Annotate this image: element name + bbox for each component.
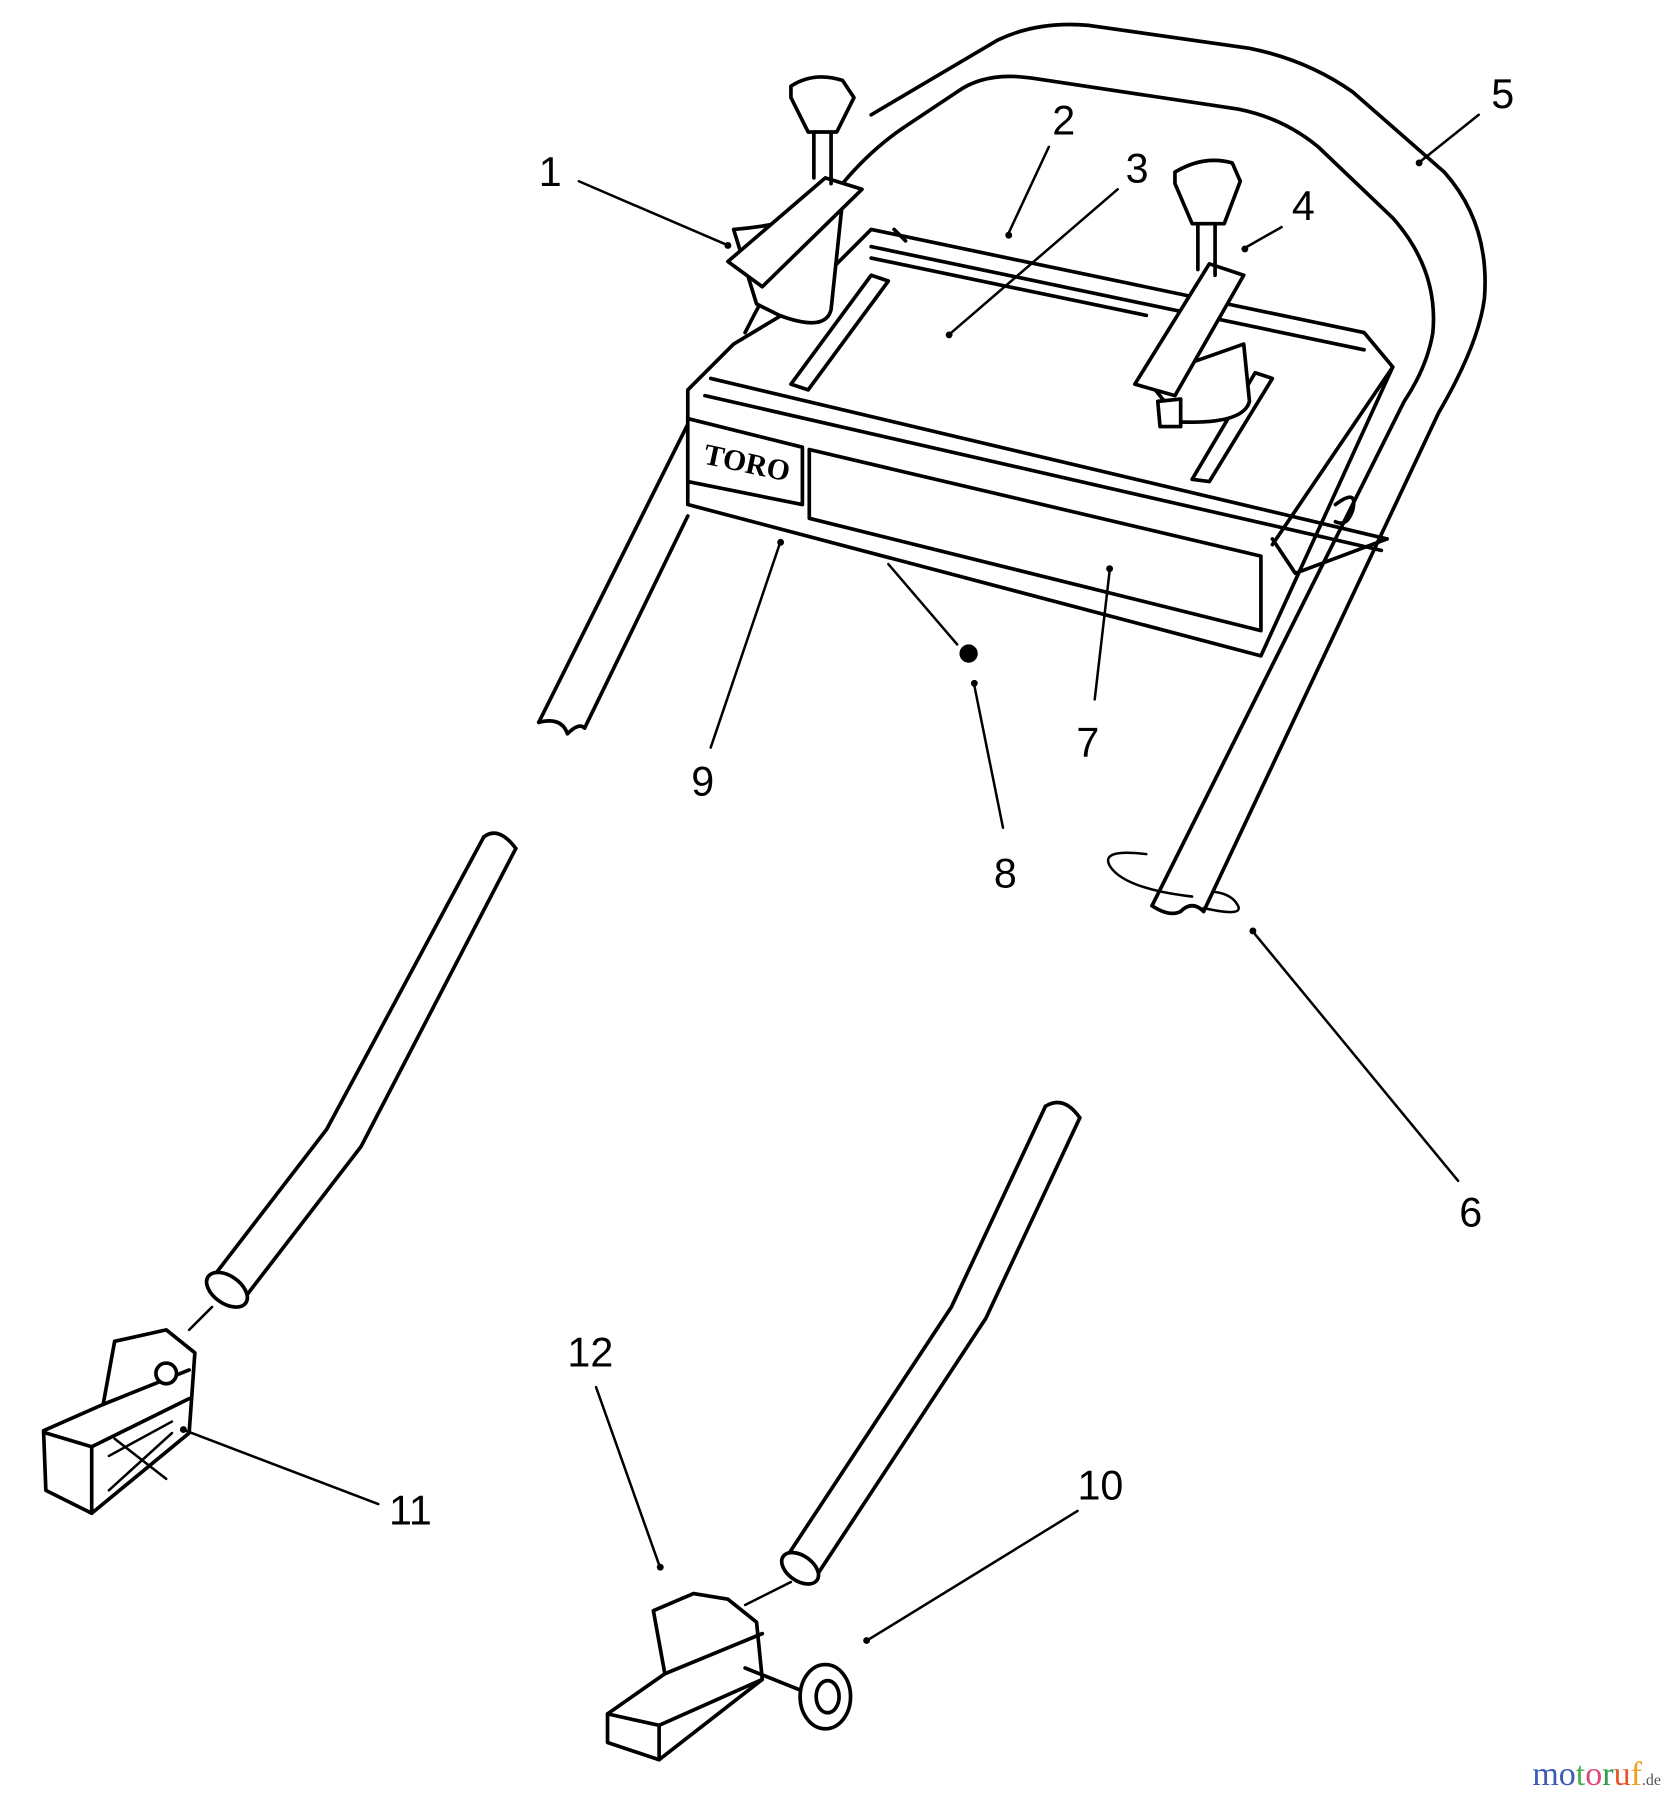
callout-2: 2	[1052, 97, 1075, 143]
callout-4: 4	[1292, 183, 1315, 229]
callout-1: 1	[539, 149, 562, 195]
lower-right-tube	[779, 1100, 1082, 1586]
knob	[743, 1662, 853, 1731]
left-bracket	[41, 1328, 197, 1516]
callout-6: 6	[1459, 1190, 1482, 1236]
callout-9: 9	[691, 759, 714, 805]
callout-11: 11	[389, 1488, 432, 1534]
right-lever	[1132, 158, 1252, 429]
lower-left-tube	[204, 831, 518, 1309]
callout-10: 10	[1077, 1463, 1123, 1509]
right-bracket	[605, 1591, 765, 1762]
watermark-tld: .de	[1641, 1772, 1661, 1789]
callout-7: 7	[1076, 720, 1099, 766]
callout-3: 3	[1126, 145, 1149, 191]
watermark-text: motoruf	[1532, 1756, 1642, 1793]
leader-lines	[179, 113, 1480, 1644]
callout-5: 5	[1491, 71, 1514, 117]
callout-12: 12	[567, 1330, 613, 1376]
lock-ring	[1106, 851, 1240, 914]
callout-8: 8	[994, 850, 1017, 896]
control-console	[685, 227, 1395, 658]
bolt	[959, 644, 978, 663]
watermark-logo: motoruf.de	[1532, 1756, 1661, 1794]
left-lever	[726, 75, 864, 325]
